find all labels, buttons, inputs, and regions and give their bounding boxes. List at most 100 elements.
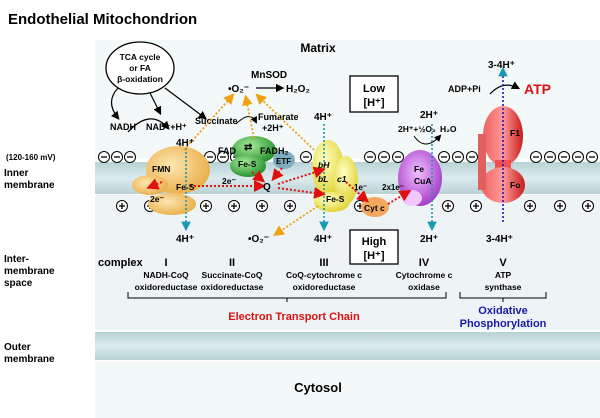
c1-to-cytc-electron-path (345, 181, 369, 203)
complex-iii-right (334, 156, 358, 204)
complex-name-line-2: oxidoreductase (135, 282, 198, 292)
cytosol-label: Cytosol (294, 380, 342, 395)
complex-i-ims-protons: 4H⁺ (176, 234, 194, 245)
inner-membrane-label-2: membrane (4, 180, 55, 191)
oxygen-water-arrow (413, 134, 442, 145)
complex-name: CoQ-cytochrome c (286, 270, 362, 280)
complex-iii-superoxide-matrix-path (255, 93, 315, 151)
complex-i-matrix-protons: 4H⁺ (176, 138, 194, 149)
superoxide-ims-label: •O₂⁻ (248, 234, 269, 245)
tca-line-3: β-oxidation (117, 74, 163, 84)
complex-v-peripheral-stalk (478, 134, 486, 190)
mnsod-label: MnSOD (251, 70, 287, 81)
complex-numeral: I (164, 257, 167, 269)
complex-ii-fes-label: Fe-S (238, 159, 257, 169)
complex-iv-electron-label: 2x1e⁻ (382, 183, 404, 192)
complex-iii-fes-label: Fe-S (326, 194, 345, 204)
copper-label: CuA (414, 176, 431, 186)
outer-membrane-label-1: Outer (4, 342, 31, 353)
tca-line-1: TCA cycle (120, 52, 161, 62)
complex-name-line-2: synthase (485, 282, 522, 292)
complex-iv-matrix-protons: 2H⁺ (420, 110, 438, 121)
diagram-title: Endothelial Mitochondrion (8, 11, 197, 28)
complex-name-line-2: oxidoreductase (293, 282, 356, 292)
tca-to-nadh-arrow (110, 87, 120, 120)
iron-label: Fe (414, 164, 424, 174)
complex-name: Cytochrome c (396, 270, 453, 280)
complex-name: ATP (495, 270, 512, 280)
adp-label: ADP+Pi (448, 84, 481, 94)
fad-exchange-arrows: ⇄ (244, 142, 253, 153)
complex-numeral: V (499, 257, 507, 269)
fumarate-h-label: +2H⁺ (262, 123, 284, 133)
complex-name-line-2: oxidoreductase (201, 282, 264, 292)
etf-body (273, 151, 295, 169)
complex-i-superoxide-path (183, 93, 235, 151)
tca-to-nad-arrow (149, 92, 162, 116)
low-proton-unit: [H⁺] (363, 97, 384, 109)
fumarate-label: Fumarate (258, 112, 299, 122)
succinate-fumarate-arrow (235, 115, 257, 125)
complex-iii-superoxide-ims-path (273, 205, 319, 236)
superoxide-matrix-label: •O₂⁻ (228, 84, 249, 95)
intermembrane-label-2: membrane (4, 266, 55, 277)
c1-label: c1 (337, 174, 347, 184)
high-proton-unit: [H⁺] (363, 250, 384, 262)
complex-numeral: IV (419, 257, 430, 269)
complex-name: NADH-CoQ (143, 270, 189, 280)
oxphos-label-line-1: Oxidative (478, 305, 528, 317)
fmn-label: FMN (152, 164, 170, 174)
complex-i-base (148, 193, 196, 215)
complex-iii-matrix-protons: 4H⁺ (314, 112, 332, 123)
matrix-label: Matrix (300, 41, 336, 55)
complex-iv-ims-protons: 2H⁺ (420, 234, 438, 245)
succinate-label: Succinate (195, 116, 238, 126)
outer-membrane-label-2: membrane (4, 354, 55, 365)
complex-iii-ims-protons: 4H⁺ (314, 234, 332, 245)
f1-label: F1 (510, 128, 520, 138)
complex-name: Succinate-CoQ (202, 270, 263, 280)
complex-ii-superoxide-path (242, 94, 255, 139)
complex-i-electron-label: 2e⁻ (150, 194, 164, 204)
oxygen-reduction-label: 2H⁺+½O₂ (398, 124, 436, 134)
q-to-fes-electron-path (277, 186, 326, 199)
tca-line-2: or FA (129, 63, 151, 73)
fo-label: Fo (510, 180, 520, 190)
coenzyme-q-label: Q (263, 182, 271, 193)
tca-bubble (105, 41, 175, 95)
inner-membrane-label-1: Inner (4, 168, 29, 179)
outer-membrane (95, 332, 600, 360)
cytochrome-c-label: Cyt c (364, 203, 385, 213)
etf-label: ETF (276, 157, 291, 166)
complex-numeral: II (229, 257, 235, 269)
complex-i-fes-label: Fe-S (176, 182, 195, 192)
low-proton-label: Low (363, 83, 385, 95)
complex-i-arm (132, 175, 168, 195)
high-proton-box (349, 229, 399, 265)
water-label: H₂O (440, 124, 457, 134)
cytosol-region (95, 362, 600, 418)
tca-to-succinate-arrow (164, 87, 207, 120)
complex-iv-lobe (402, 190, 422, 206)
h2o2-label: H₂O₂ (286, 84, 310, 95)
complex-name-line-2: oxidase (408, 282, 440, 292)
atp-label: ATP (524, 81, 551, 97)
bh-label: bH (318, 160, 330, 170)
intermembrane-label-3: space (4, 278, 33, 289)
low-proton-box (349, 75, 399, 113)
etc-label: Electron Transport Chain (228, 311, 360, 323)
bl-label: bL (318, 174, 328, 184)
nadh-oxidation-arrow (127, 118, 170, 133)
nadh-label: NADH (110, 122, 136, 132)
complex-heading: complex (98, 257, 144, 269)
complex-ii-electron-label: 2e⁻ (222, 176, 236, 186)
fad-label: FAD (218, 146, 237, 156)
intermembrane-label-1: Inter- (4, 254, 29, 265)
complex-numeral: III (319, 257, 328, 269)
complex-v-matrix-protons: 3-4H⁺ (488, 60, 515, 71)
fadh2-label: FADH₂ (260, 146, 289, 156)
membrane-potential: (120-160 mV) (6, 153, 56, 162)
